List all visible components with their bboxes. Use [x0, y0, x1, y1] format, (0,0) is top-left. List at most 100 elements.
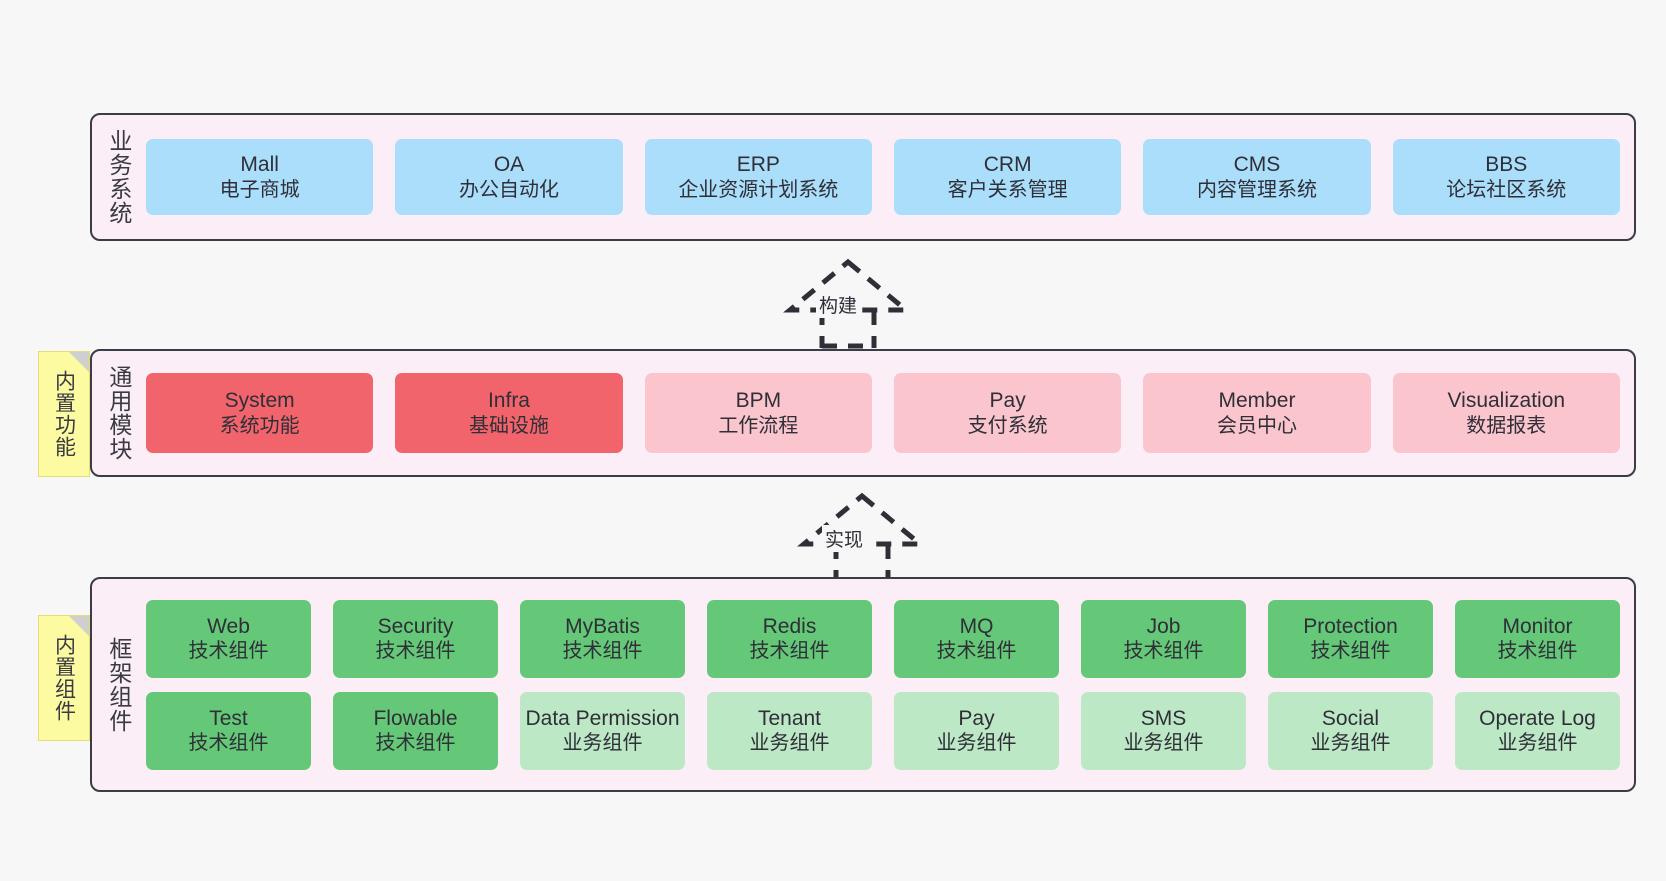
node-title: Test [209, 706, 248, 730]
node-subtitle: 技术组件 [375, 640, 456, 663]
node-title: Monitor [1502, 614, 1573, 638]
node-subtitle: 技术组件 [562, 640, 643, 663]
node-title: Member [1218, 389, 1296, 412]
node-subtitle: 论坛社区系统 [1446, 178, 1567, 201]
folded-corner-icon [69, 616, 89, 636]
node-title: Tenant [757, 706, 822, 730]
node-title: Operate Log [1479, 706, 1596, 730]
node-subtitle: 技术组件 [936, 640, 1017, 663]
folded-corner-icon [69, 352, 89, 372]
node-title: Security [377, 614, 454, 638]
node-subtitle: 办公自动化 [458, 178, 559, 201]
node-subtitle: 会员中心 [1216, 414, 1297, 437]
node-flowable[interactable]: Flowable 技术组件 [333, 691, 498, 770]
node-title: Mall [240, 153, 279, 176]
node-subtitle: 业务组件 [749, 732, 830, 755]
node-title: ERP [736, 153, 780, 176]
layer-body-common-modules: System 系统功能 Infra 基础设施 BPM 工作流程 Pay 支付系统… [144, 351, 1634, 475]
layer-row: Web 技术组件 Security 技术组件 MyBatis 技术组件 Redi… [146, 599, 1620, 678]
node-erp[interactable]: ERP 企业资源计划系统 [644, 139, 872, 215]
layer-title-common-modules: 通用模块 [105, 365, 132, 461]
node-title: Infra [487, 389, 530, 412]
arrow-label-implement: 实现 [822, 525, 867, 552]
node-title: Data Permission [525, 706, 680, 730]
node-tenant[interactable]: Tenant 业务组件 [707, 691, 872, 770]
arrow-implement: 实现 [772, 492, 952, 583]
node-title: MQ [959, 614, 994, 638]
node-subtitle: 技术组件 [188, 640, 269, 663]
node-redis[interactable]: Redis 技术组件 [707, 599, 872, 678]
note-label: 内置组件 [52, 634, 76, 722]
node-sms[interactable]: SMS 业务组件 [1081, 691, 1246, 770]
node-social[interactable]: Social 业务组件 [1268, 691, 1433, 770]
node-title: CMS [1233, 153, 1281, 176]
node-mq[interactable]: MQ 技术组件 [894, 599, 1059, 678]
layer-title-framework-components: 框架组件 [105, 636, 132, 733]
node-monitor[interactable]: Monitor 技术组件 [1455, 599, 1620, 678]
node-subtitle: 业务组件 [1123, 732, 1204, 755]
node-security[interactable]: Security 技术组件 [333, 599, 498, 678]
node-title: MyBatis [565, 614, 640, 638]
layer-framework-components: 框架组件 Web 技术组件 Security 技术组件 MyBatis 技术组件… [90, 577, 1636, 792]
node-member[interactable]: Member 会员中心 [1143, 373, 1371, 453]
node-title: Job [1146, 614, 1181, 638]
node-web[interactable]: Web 技术组件 [146, 599, 311, 678]
node-subtitle: 电子商城 [219, 178, 300, 201]
node-title: Social [1321, 706, 1380, 730]
node-title: Redis [762, 614, 817, 638]
node-system[interactable]: System 系统功能 [146, 373, 374, 453]
node-bbs[interactable]: BBS 论坛社区系统 [1392, 139, 1620, 215]
node-subtitle: 系统功能 [219, 414, 300, 437]
layer-row: Test 技术组件 Flowable 技术组件 Data Permission … [146, 691, 1620, 770]
note-label: 内置功能 [52, 370, 76, 458]
node-title: Pay [958, 706, 995, 730]
node-pay-business[interactable]: Pay 业务组件 [894, 691, 1059, 770]
node-subtitle: 内容管理系统 [1196, 178, 1317, 201]
node-subtitle: 业务组件 [1497, 732, 1578, 755]
node-subtitle: 工作流程 [718, 414, 799, 437]
node-subtitle: 技术组件 [1497, 640, 1578, 663]
node-mall[interactable]: Mall 电子商城 [146, 139, 374, 215]
layer-title-business-systems: 业务系统 [105, 129, 132, 225]
layer-business-systems: 业务系统 Mall 电子商城 OA 办公自动化 ERP 企业资源计划系统 CRM… [90, 113, 1636, 241]
node-title: SMS [1140, 706, 1187, 730]
node-visualization[interactable]: Visualization 数据报表 [1392, 373, 1620, 453]
layer-body-framework-components: Web 技术组件 Security 技术组件 MyBatis 技术组件 Redi… [144, 579, 1634, 790]
node-subtitle: 企业资源计划系统 [678, 178, 839, 201]
node-oa[interactable]: OA 办公自动化 [395, 139, 623, 215]
node-infra[interactable]: Infra 基础设施 [395, 373, 623, 453]
node-title: Visualization [1447, 389, 1566, 412]
layer-common-modules: 通用模块 System 系统功能 Infra 基础设施 BPM 工作流程 Pay… [90, 349, 1636, 477]
note-builtin-components: 内置组件 [38, 615, 90, 741]
node-pay[interactable]: Pay 支付系统 [893, 373, 1122, 453]
node-subtitle: 技术组件 [1310, 640, 1391, 663]
node-operate-log[interactable]: Operate Log 业务组件 [1455, 691, 1620, 770]
node-bpm[interactable]: BPM 工作流程 [644, 373, 872, 453]
node-mybatis[interactable]: MyBatis 技术组件 [520, 599, 685, 678]
layer-row: System 系统功能 Infra 基础设施 BPM 工作流程 Pay 支付系统… [146, 373, 1620, 453]
node-data-permission[interactable]: Data Permission 业务组件 [520, 691, 685, 770]
node-subtitle: 数据报表 [1466, 414, 1547, 437]
node-crm[interactable]: CRM 客户关系管理 [893, 139, 1122, 215]
arrow-label-build: 构建 [816, 291, 861, 318]
node-subtitle: 技术组件 [749, 640, 830, 663]
node-subtitle: 业务组件 [936, 732, 1017, 755]
node-job[interactable]: Job 技术组件 [1081, 599, 1246, 678]
node-test[interactable]: Test 技术组件 [146, 691, 311, 770]
node-protection[interactable]: Protection 技术组件 [1268, 599, 1433, 678]
node-cms[interactable]: CMS 内容管理系统 [1143, 139, 1371, 215]
node-title: BPM [735, 389, 782, 412]
node-subtitle: 技术组件 [375, 732, 456, 755]
node-title: Pay [989, 389, 1026, 412]
node-subtitle: 基础设施 [468, 414, 549, 437]
node-title: BBS [1485, 153, 1528, 176]
layer-body-business-systems: Mall 电子商城 OA 办公自动化 ERP 企业资源计划系统 CRM 客户关系… [144, 115, 1634, 239]
node-title: CRM [983, 153, 1032, 176]
node-title: OA [493, 153, 525, 176]
node-title: System [224, 389, 295, 412]
node-subtitle: 业务组件 [562, 732, 643, 755]
node-title: Protection [1303, 614, 1398, 638]
node-subtitle: 技术组件 [188, 732, 269, 755]
note-builtin-functions: 内置功能 [38, 351, 90, 477]
